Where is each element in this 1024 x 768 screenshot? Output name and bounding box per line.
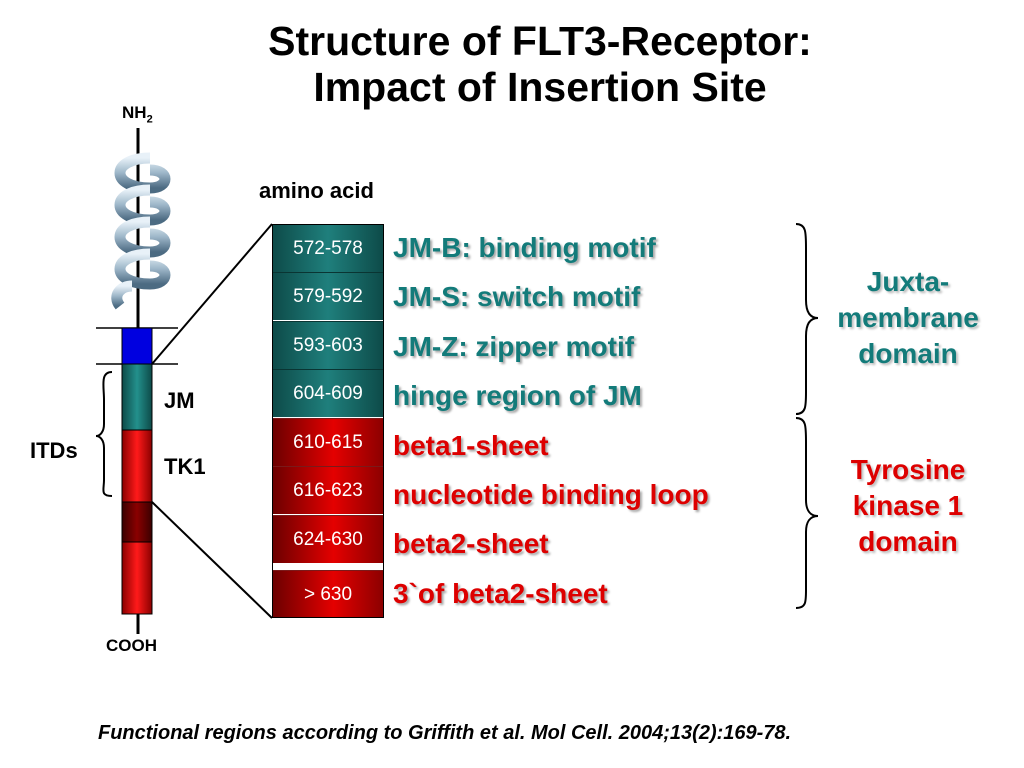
slide-title: Structure of FLT3-Receptor: Impact of In…: [180, 18, 900, 110]
segment-desc-2: JM-S: switch motif: [393, 281, 641, 312]
segment-range-4: 604-609: [272, 369, 384, 417]
zoom-line-top: [151, 223, 273, 365]
jm-label: JM: [164, 388, 195, 413]
juxtamembrane-domain-label: Juxta- membrane domain: [837, 266, 979, 369]
jm-segment: [121, 363, 153, 431]
tyrosine-kinase-domain-label: Tyrosine kinase 1 domain: [850, 454, 966, 557]
helix-coil: [111, 152, 171, 310]
segment-range-3: 593-603: [272, 321, 384, 369]
cooh-label: COOH: [106, 636, 157, 655]
citation-footer: Functional regions according to Griffith…: [98, 722, 792, 744]
itds-label: ITDs: [30, 438, 78, 463]
juxtamembrane-brace: [795, 223, 819, 415]
tyrosine-kinase-brace: [795, 417, 819, 609]
segment-desc-3: JM-Z: zipper motif: [393, 331, 635, 362]
tk2-segment: [121, 541, 153, 615]
itds-brace: [95, 371, 113, 497]
tk1-segment: [121, 429, 153, 503]
segment-desc-5: beta1-sheet: [393, 430, 549, 461]
tk1-label: TK1: [164, 454, 206, 479]
segment-desc-6: nucleotide binding loop: [393, 479, 709, 510]
nh2-label: NH2: [122, 103, 153, 126]
segment-range-2: 579-592: [272, 272, 384, 320]
segment-range-8: > 630: [272, 570, 384, 618]
segment-column-border: [272, 224, 384, 618]
segment-desc-4: hinge region of JM: [393, 380, 642, 411]
segment-range-6: 616-623: [272, 466, 384, 514]
kinase-insert-segment: [121, 501, 153, 543]
transmembrane-segment: [121, 327, 153, 365]
zoom-line-bottom: [151, 501, 273, 619]
title-line-2: Impact of Insertion Site: [313, 64, 767, 110]
segment-desc-8: 3`of beta2-sheet: [393, 578, 608, 609]
segment-range-5: 610-615: [272, 418, 384, 466]
title-line-1: Structure of FLT3-Receptor:: [268, 18, 812, 64]
amino-acid-header: amino acid: [259, 178, 374, 203]
segment-desc-7: beta2-sheet: [393, 528, 549, 559]
segment-range-7: 624-630: [272, 515, 384, 563]
segment-desc-1: JM-B: binding motif: [393, 232, 656, 263]
